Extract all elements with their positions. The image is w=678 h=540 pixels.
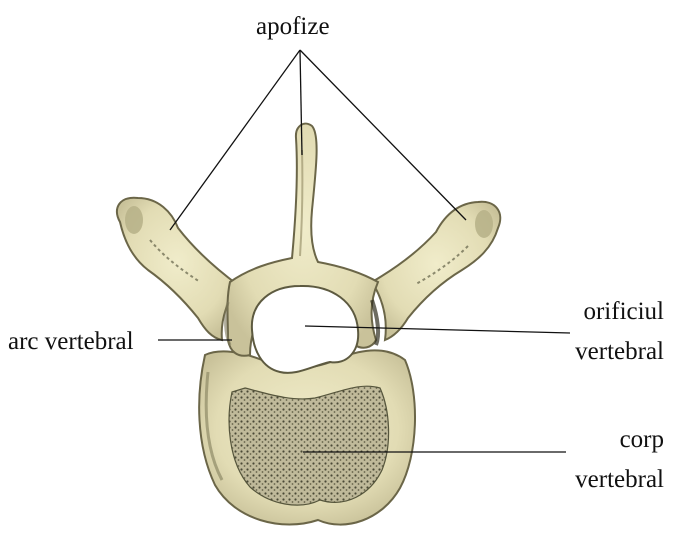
apofize-leader-right xyxy=(300,50,466,220)
apofize-leader-left xyxy=(170,50,300,230)
label-orificiul-vertebral-line1: orificiul xyxy=(583,297,664,327)
label-orificiul-vertebral-line2: vertebral xyxy=(575,337,664,367)
label-corp-vertebral-line2: vertebral xyxy=(575,465,664,495)
vertebral-body xyxy=(199,350,415,524)
label-corp-vertebral-line1: corp xyxy=(620,425,664,455)
label-apofize: apofize xyxy=(256,12,330,42)
label-arc-vertebral: arc vertebral xyxy=(8,327,134,357)
vertebral-foramen xyxy=(252,286,358,373)
